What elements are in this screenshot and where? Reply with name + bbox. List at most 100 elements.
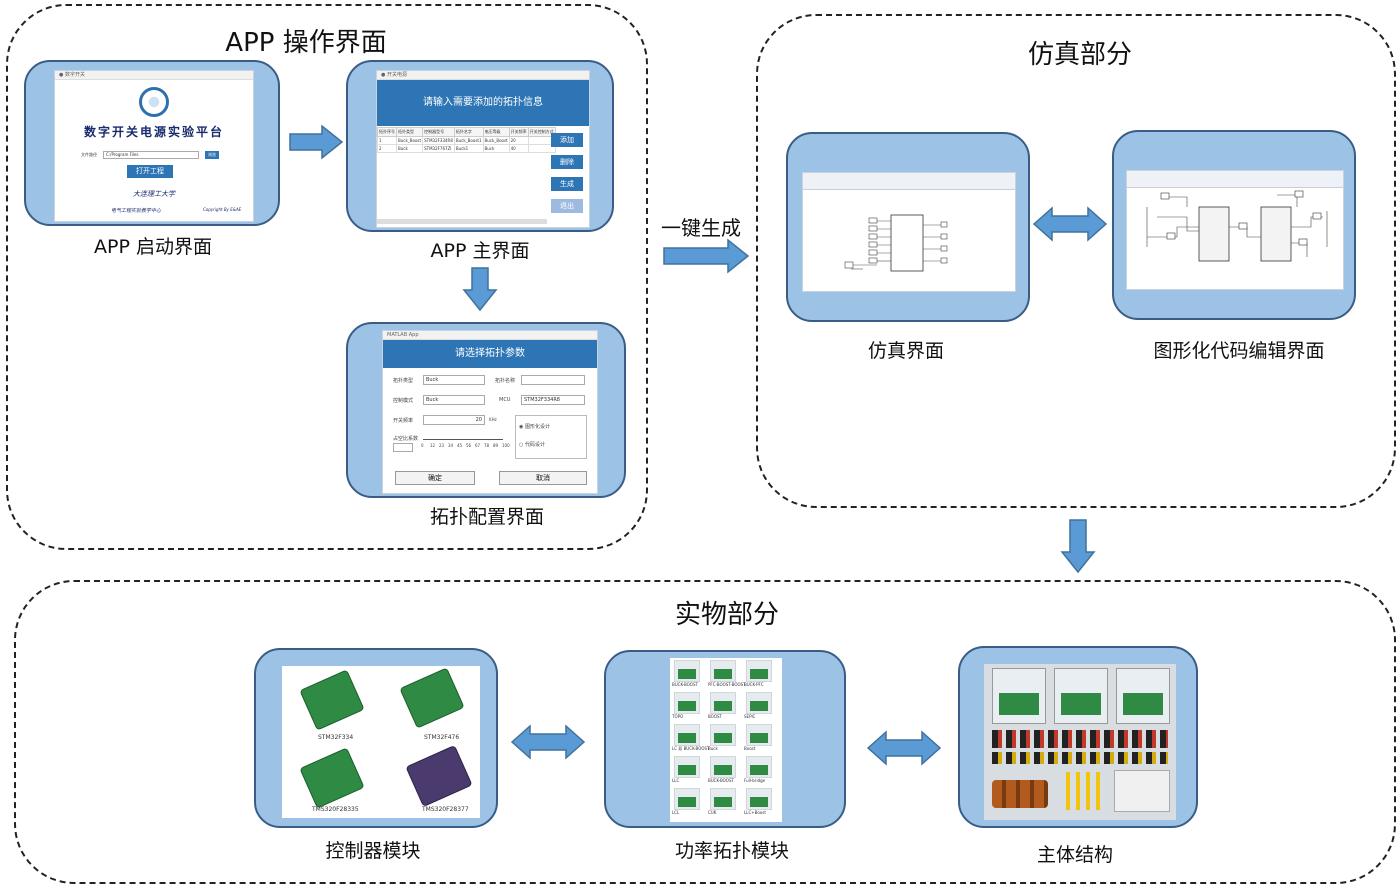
app-launch-card: ● 数字开关 数字开关电源实验平台 文件路径 C:/Program Files … (24, 60, 280, 226)
radio-graphic-design[interactable]: ◉ 图形化设计 (519, 424, 550, 430)
app-launch-screen: ● 数字开关 数字开关电源实验平台 文件路径 C:/Program Files … (54, 70, 254, 222)
table-cell: 20 (508, 136, 529, 145)
power-module-slot-3 (1116, 668, 1170, 724)
table-cell: Buck_Boost1 (453, 136, 484, 145)
table-header-cell: 电压等级 (482, 127, 510, 137)
radio-code-label: 代码设计 (524, 442, 545, 448)
double-arrow-icon (866, 730, 942, 766)
coef-spinner[interactable] (393, 443, 413, 452)
power-module-label: PFC-BOOST-BOOST (708, 682, 746, 687)
board-tms320f28335-image (299, 747, 365, 809)
pcb-area (750, 765, 768, 775)
open-project-button[interactable]: 打开工程 (127, 165, 173, 178)
freq-unit: KHz (489, 417, 497, 422)
table-header-cell: 控制器型号 (422, 127, 455, 137)
slider-tick-label: 56 (466, 443, 472, 448)
control-panel (1114, 770, 1170, 812)
power-module-image (746, 724, 772, 746)
power-module-image (710, 756, 736, 778)
power-module-label: Buck (708, 746, 718, 751)
sim-group-title: 仿真部分 (1027, 40, 1133, 70)
pcb-area (750, 669, 768, 679)
school-seal-icon (139, 87, 169, 117)
pcb-area (678, 701, 696, 711)
caption-app-launch: APP 启动界面 (94, 236, 212, 258)
add-button[interactable]: 添加 (551, 133, 583, 147)
config-banner: 请选择拓扑参数 (383, 340, 597, 368)
design-mode-box (515, 415, 587, 459)
topo-name-input[interactable] (521, 375, 585, 385)
browse-button[interactable]: 浏览 (205, 151, 219, 159)
graphic-code-diagram (1146, 190, 1328, 262)
power-module-label: BUCK-BOOST (708, 778, 734, 783)
generate-button[interactable]: 生成 (551, 177, 583, 191)
pcb-area (714, 733, 732, 743)
controller-card: STM32F334 STM32F476 TMS320F28335 TMS320F… (254, 648, 498, 828)
table-header: 拓扑序号拓扑类型控制器型号拓扑名字电压等级开关频率开关控制方式 (377, 127, 556, 137)
code-toolbar (1127, 171, 1343, 188)
power-module-image (674, 724, 700, 746)
inductor-coils (992, 780, 1048, 808)
table-cell: Buck_Boost (482, 136, 510, 145)
power-module-image (674, 756, 700, 778)
pcb-area (678, 733, 696, 743)
board-label: STM32F476 (424, 734, 460, 741)
topo-name-label: 拓扑名称 (495, 378, 516, 384)
pcb-area (714, 765, 732, 775)
power-module-label: CUK (708, 810, 717, 815)
topo-type-label: 拓扑类型 (393, 378, 414, 384)
power-module-label: BUCK-BOOST (672, 682, 698, 687)
duty-slider[interactable] (423, 439, 503, 440)
power-module-image (746, 756, 772, 778)
exit-button[interactable]: 退出 (551, 199, 583, 213)
power-module-image (710, 788, 736, 810)
power-module-slot-1 (992, 668, 1046, 724)
arrow-right-icon (663, 238, 750, 274)
double-arrow-icon (1032, 206, 1108, 242)
slider-tick-label: 34 (448, 443, 454, 448)
table-cell: Buck (482, 144, 510, 153)
delete-button[interactable]: 删除 (551, 155, 583, 169)
controller-photo: STM32F334 STM32F476 TMS320F28335 TMS320F… (282, 666, 480, 818)
graphic-code-screen (1126, 170, 1344, 290)
pcb-area (714, 797, 732, 807)
caption-graphic-code: 图形化代码编辑界面 (1153, 340, 1325, 362)
table-scrollbar[interactable] (377, 219, 547, 224)
table-cell: STM32F334R8 (422, 136, 455, 145)
launch-titlebar: ● 数字开关 (55, 71, 253, 80)
power-module-image (710, 692, 736, 714)
simulation-card (786, 132, 1030, 322)
table-cell: 1 (377, 136, 397, 145)
path-input[interactable]: C:/Program Files (103, 151, 199, 159)
cancel-button[interactable]: 取消 (499, 471, 587, 485)
table-header-cell: 开关频率 (508, 127, 529, 137)
topo-type-select[interactable]: Buck (423, 375, 485, 385)
topo-config-screen: MATLAB App 请选择拓扑参数 拓扑类型 Buck 拓扑名称 控制模式 B… (382, 330, 598, 494)
switch-mode-select[interactable]: Buck (423, 395, 485, 405)
power-module-image (674, 660, 700, 682)
power-module-label: TOPO (672, 714, 684, 719)
slider-tick-label: 89 (493, 443, 499, 448)
power-module-slot-2 (1054, 668, 1108, 724)
radio-code-design[interactable]: ○ 代码设计 (519, 442, 545, 448)
board-tms320f28377-image (405, 744, 473, 808)
slider-tick-label: 12 (430, 443, 436, 448)
freq-input[interactable]: 20 (423, 415, 485, 425)
mcu-label: MCU (499, 397, 511, 403)
board-stm32f476-image (399, 667, 465, 729)
main-structure-photo (984, 664, 1176, 820)
ok-button[interactable]: 确定 (395, 471, 475, 485)
power-module-label: Full-bridge (744, 778, 766, 783)
physical-group-title: 实物部分 (674, 600, 780, 630)
power-module-image (710, 724, 736, 746)
slider-tick-label: 78 (484, 443, 490, 448)
table-cell: 2 (377, 144, 397, 153)
yellow-connectors (1066, 772, 1106, 810)
mcu-select[interactable]: STM32F334R8 (521, 395, 585, 405)
main-structure-card (958, 646, 1198, 828)
pcb-area (750, 733, 768, 743)
